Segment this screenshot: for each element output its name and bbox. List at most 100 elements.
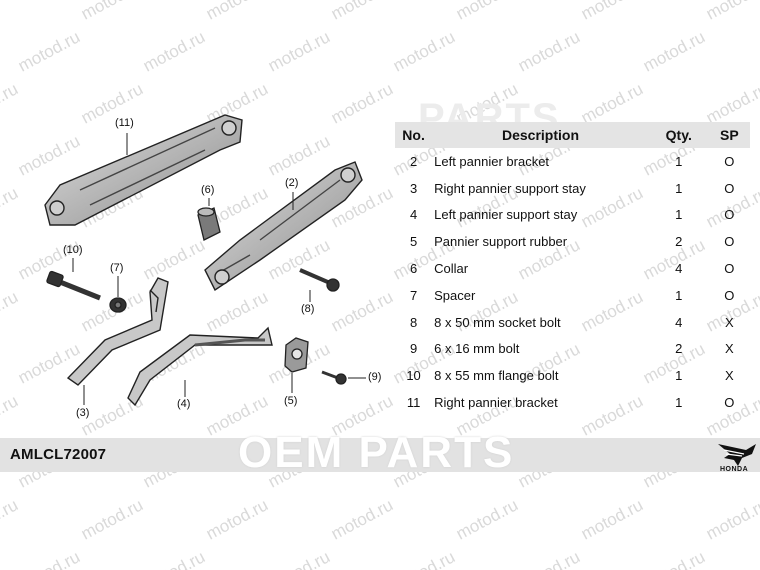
cell-description: 8 x 55 mm flange bolt bbox=[434, 368, 559, 384]
cell-qty: 1 bbox=[675, 153, 683, 169]
cell-description: Left pannier bracket bbox=[434, 153, 550, 169]
callout-6: (6) bbox=[201, 184, 215, 196]
watermark-text: motod.ru bbox=[390, 547, 458, 570]
cell-sp: O bbox=[724, 234, 735, 250]
part-7-spacer bbox=[109, 276, 127, 313]
cell-sp: O bbox=[724, 287, 735, 303]
cell-sp: O bbox=[724, 153, 735, 169]
cell-description: Right pannier support stay bbox=[434, 180, 586, 196]
watermark-text: motod.ru bbox=[0, 495, 21, 543]
watermark-text: motod.ru bbox=[703, 495, 760, 543]
cell-sp: X bbox=[725, 314, 734, 330]
brand-watermark: OEM PARTS bbox=[238, 428, 515, 477]
part-10-flange-bolt bbox=[46, 258, 101, 301]
cell-description: 8 x 50 mm socket bolt bbox=[434, 314, 561, 330]
parts-table: No. Description Qty. SP 2 Left pannier br… bbox=[395, 122, 750, 416]
table-row[interactable]: 10 8 x 55 mm flange bolt 1 X bbox=[395, 362, 750, 389]
footer-band bbox=[0, 438, 760, 472]
watermark-text: motod.ru bbox=[515, 27, 583, 75]
watermark-text: motod.ru bbox=[15, 547, 83, 570]
callout-10: (10) bbox=[63, 244, 83, 256]
cell-no: 10 bbox=[406, 368, 421, 384]
table-row[interactable]: 2 Left pannier bracket 1 O bbox=[395, 148, 750, 175]
callout-11: (11) bbox=[115, 117, 134, 129]
cell-no: 11 bbox=[406, 395, 421, 411]
table-row[interactable]: 6 Collar 4 O bbox=[395, 255, 750, 282]
watermark-text: motod.ru bbox=[390, 27, 458, 75]
cell-qty: 4 bbox=[675, 261, 683, 277]
cell-description: Spacer bbox=[434, 287, 476, 303]
callout-4: (4) bbox=[177, 398, 191, 410]
watermark-text: motod.ru bbox=[703, 79, 760, 127]
cell-qty: 1 bbox=[675, 368, 683, 384]
watermark-text: motod.ru bbox=[265, 547, 333, 570]
callout-5: (5) bbox=[284, 395, 298, 407]
part-11-right-pannier-bracket bbox=[44, 114, 243, 226]
part-2-left-pannier-bracket bbox=[204, 161, 363, 292]
cell-description: Collar bbox=[434, 261, 469, 277]
cell-no: 3 bbox=[409, 180, 418, 196]
cell-no: 4 bbox=[409, 207, 418, 223]
watermark-text: motod.ru bbox=[703, 0, 760, 24]
callout-2: (2) bbox=[285, 177, 299, 189]
watermark-text: motod.ru bbox=[453, 495, 521, 543]
table-row[interactable]: 9 6 x 16 mm bolt 2 X bbox=[395, 336, 750, 363]
part-3-right-support-stay bbox=[66, 277, 169, 405]
watermark-text: motod.ru bbox=[515, 547, 583, 570]
callout-7: (7) bbox=[110, 262, 124, 274]
cell-qty: 1 bbox=[675, 207, 683, 223]
part-8-socket-bolt bbox=[299, 268, 340, 302]
header-sp: SP bbox=[708, 122, 750, 148]
watermark-text: motod.ru bbox=[140, 547, 208, 570]
cell-description: Pannier support rubber bbox=[434, 234, 568, 250]
callout-9: (9) bbox=[368, 371, 382, 383]
cell-no: 2 bbox=[409, 153, 418, 169]
header-no: No. bbox=[395, 122, 433, 148]
cell-qty: 1 bbox=[675, 180, 683, 196]
diagram-code: AMLCL72007 bbox=[10, 446, 107, 463]
header-description: Description bbox=[432, 122, 649, 148]
table-row[interactable]: 8 8 x 50 mm socket bolt 4 X bbox=[395, 309, 750, 336]
watermark-text: motod.ru bbox=[203, 495, 271, 543]
cell-description: Left pannier support stay bbox=[434, 207, 578, 223]
table-row[interactable]: 4 Left pannier support stay 1 O bbox=[395, 202, 750, 229]
watermark-text: motod.ru bbox=[640, 27, 708, 75]
cell-sp: O bbox=[724, 180, 735, 196]
table-header-row: No. Description Qty. SP bbox=[395, 122, 750, 148]
cell-qty: 2 bbox=[675, 341, 683, 357]
callout-3: (3) bbox=[76, 407, 90, 419]
watermark-text: motod.ru bbox=[578, 0, 646, 24]
honda-logo-text: HONDA bbox=[720, 466, 749, 473]
watermark-text: motod.ru bbox=[578, 79, 646, 127]
watermark-text: motod.ru bbox=[328, 495, 396, 543]
table-row[interactable]: 11 Right pannier bracket 1 O bbox=[395, 389, 750, 416]
part-4-left-support-stay bbox=[127, 326, 273, 407]
cell-sp: O bbox=[724, 261, 735, 277]
watermark-text: motod.ru bbox=[578, 495, 646, 543]
honda-wing-logo-icon bbox=[718, 444, 756, 466]
cell-qty: 4 bbox=[675, 314, 683, 330]
cell-no: 7 bbox=[409, 287, 418, 303]
part-5-pannier-support-rubber bbox=[284, 337, 309, 393]
cell-no: 8 bbox=[409, 314, 418, 330]
watermark-text: motod.ru bbox=[453, 0, 521, 24]
cell-no: 6 bbox=[409, 261, 418, 277]
cell-sp: O bbox=[724, 395, 735, 411]
cell-sp: X bbox=[725, 368, 734, 384]
cell-qty: 2 bbox=[675, 234, 683, 250]
part-6-collar bbox=[197, 198, 221, 241]
cell-sp: X bbox=[725, 341, 734, 357]
cell-description: 6 x 16 mm bolt bbox=[434, 341, 520, 357]
parts-diagram: (11) (6) (2) (10) (7) (8) (3) (4) (5) (9… bbox=[0, 0, 395, 440]
watermark-text: motod.ru bbox=[640, 547, 708, 570]
table-row[interactable]: 3 Right pannier support stay 1 O bbox=[395, 175, 750, 202]
cell-sp: O bbox=[724, 207, 735, 223]
cell-qty: 1 bbox=[675, 395, 683, 411]
callout-8: (8) bbox=[301, 303, 315, 315]
part-9-bolt bbox=[321, 370, 366, 385]
cell-description: Right pannier bracket bbox=[434, 395, 558, 411]
table-row[interactable]: 7 Spacer 1 O bbox=[395, 282, 750, 309]
cell-qty: 1 bbox=[675, 287, 683, 303]
cell-no: 9 bbox=[409, 341, 418, 357]
